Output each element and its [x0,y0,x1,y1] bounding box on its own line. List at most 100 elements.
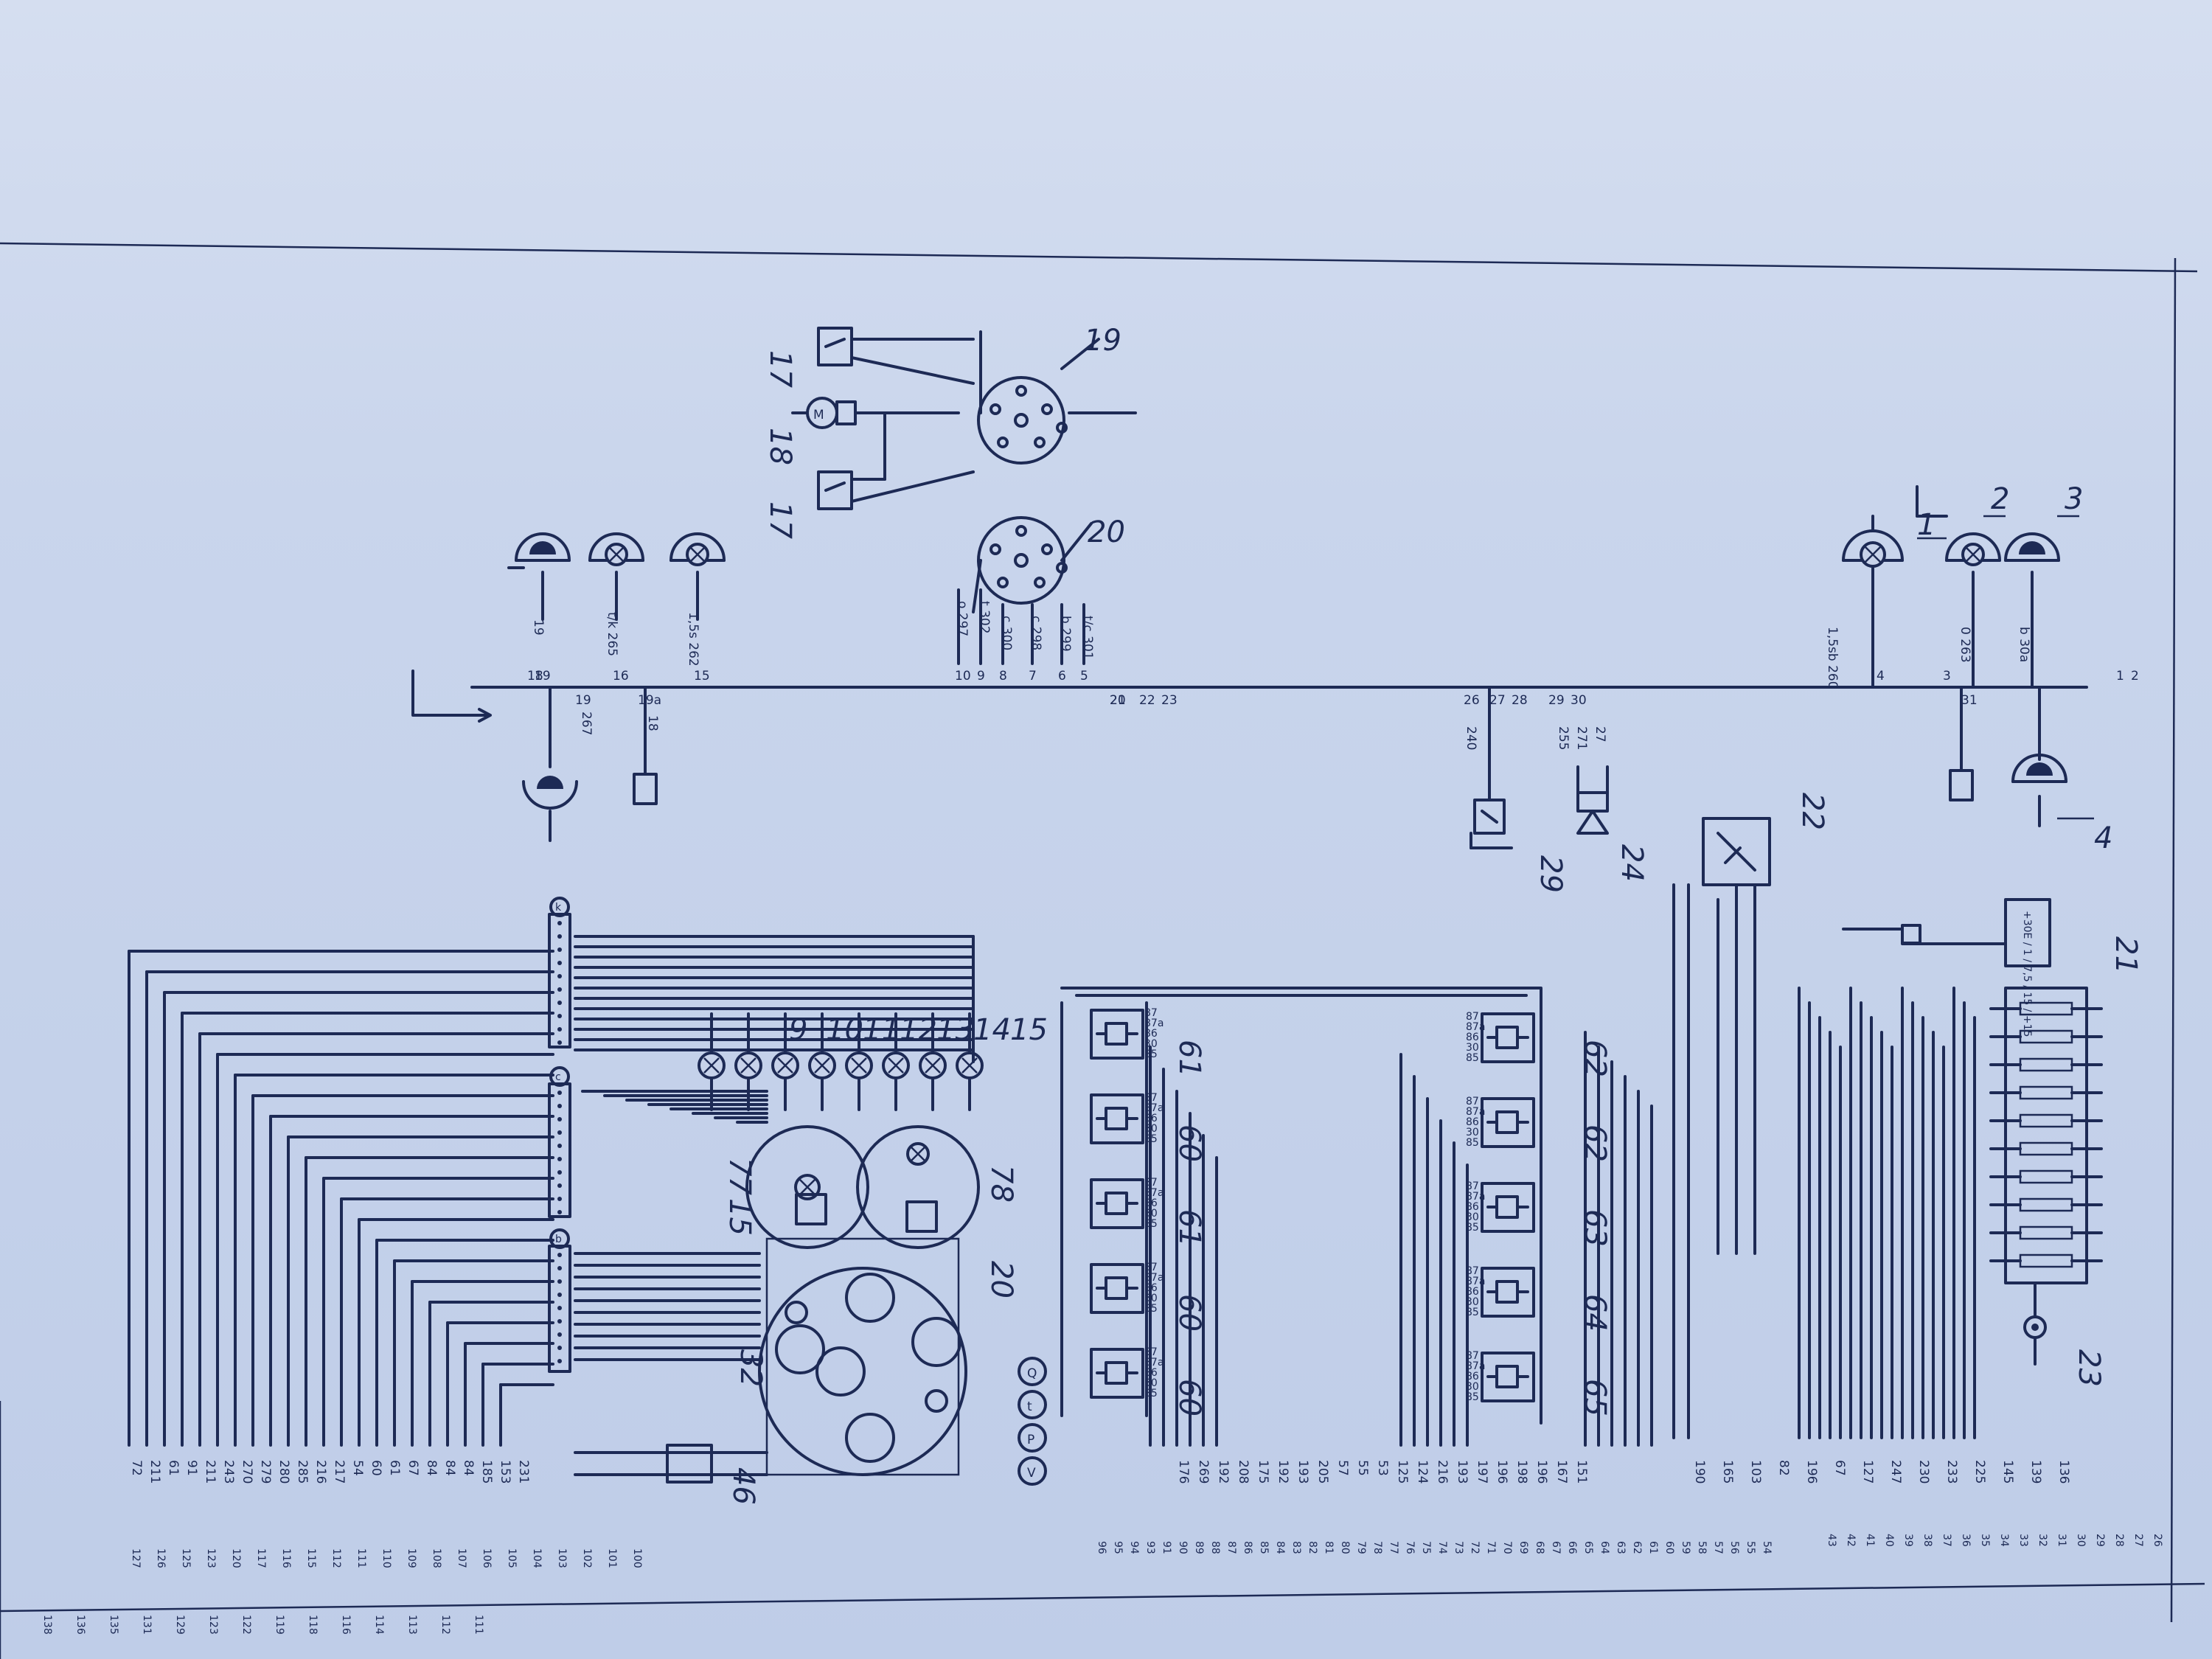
label-46: 46 [726,1467,760,1505]
gauge-letter: V [1027,1466,1036,1481]
trunk-number: 27 [1489,693,1506,708]
wire-298: c 298 [1029,616,1043,650]
wire-end-number: 72 [129,1460,144,1476]
footer-number: 36 [1960,1534,1972,1547]
wire-end-number: 67 [406,1460,420,1476]
edge-number: 129 [174,1615,186,1635]
wire-300: c 300 [999,616,1014,650]
wire-end-number: 231 [516,1460,531,1484]
wire-end-number: 193 [1295,1460,1310,1484]
footer-number: 84 [1274,1541,1286,1554]
wire-262: 1,5s 262 [686,612,700,667]
relay-pin: 87a [1466,1360,1485,1372]
wire-260: 1,5sb 260 [1825,627,1840,689]
footer-number: 31 [2056,1534,2067,1547]
trunk-number: 2 [2131,669,2139,684]
gauge-77 [745,1125,869,1249]
switch-17-bottom [817,411,975,510]
label-23: 24 [1615,844,1649,882]
wire-end-number: 243 [221,1460,236,1484]
footer-number: 96 [1096,1541,1107,1554]
fuse [2019,1113,2073,1128]
relay-pin: 87 [1466,1096,1479,1107]
relay-pin: 30 [1466,1127,1479,1138]
wire-end-number: 167 [1554,1460,1569,1484]
wire-end-number: 190 [1692,1460,1707,1484]
wire-end-number: 127 [1860,1460,1875,1484]
lamp-19-lower [522,686,658,842]
gauge-v [1018,1456,1047,1486]
connector-label: c [555,1071,561,1083]
wire-end-number: 145 [2000,1460,2015,1484]
footer-number: 123 [205,1548,217,1568]
wire-end-number: 208 [1236,1460,1251,1484]
page-top-border [0,242,2198,273]
wire-end-number: 61 [166,1460,181,1476]
footer-number: 37 [1941,1534,1952,1547]
footer-number: 54 [1761,1541,1773,1554]
relay-label: 63 [1578,1209,1612,1247]
relay-pin: 85 [1466,1391,1479,1403]
footer-number: 110 [380,1548,392,1568]
footer-number: 127 [130,1548,142,1568]
wire-end-number: 124 [1415,1460,1430,1484]
fuse-text: +30E / 1 / 7,5 / 15 / +15 [2021,911,2033,1037]
trunk-number: 29 [1548,693,1565,708]
wire-end-number: 279 [258,1460,273,1484]
footer-number: 71 [1485,1541,1497,1554]
wire-end-number: 192 [1216,1460,1231,1484]
footer-number: 73 [1453,1541,1464,1554]
wire-end-number: 67 [1832,1460,1847,1476]
trunk-number: 4 [1877,669,1885,684]
relay-pin: 86 [1466,1371,1479,1382]
wire-end-number: 193 [1455,1460,1470,1484]
connector-20 [972,516,1093,613]
wire-end-number: 205 [1315,1460,1330,1484]
wire-end-number: 84 [424,1460,439,1476]
footer-number: 42 [1845,1534,1857,1547]
wire-end-number: 125 [1395,1460,1410,1484]
footer-number: 41 [1864,1534,1876,1547]
gauge-letter: Q [1027,1366,1037,1381]
footer-number: 67 [1550,1541,1562,1554]
relay-pin: 87a [1466,1106,1485,1118]
wire-263: 0 263 [1958,627,1972,663]
wire-end-number: 197 [1475,1460,1489,1484]
footer-number: 58 [1696,1541,1708,1554]
label-17-top: 17 [763,350,797,388]
wire-end-number: 285 [295,1460,310,1484]
footer-number: 80 [1339,1541,1351,1554]
trunk-number: 19 [575,693,591,708]
relay-label: 62 [1578,1124,1612,1162]
footer-number: 75 [1420,1541,1432,1554]
relay-pin: 86 [1466,1286,1479,1298]
label-21: 21 [2109,936,2143,974]
fuse-box-21: +30E / 1 / 7,5 / 15 / +15 [1989,898,2103,1284]
footer-number: 68 [1534,1541,1545,1554]
page-bottom-border [0,1582,2205,1613]
label-77: 77 [723,1158,757,1195]
wire-299: b 299 [1058,616,1073,652]
edge-number: 111 [473,1615,484,1635]
trunk-number: 16 [613,669,629,684]
wire-267: 267 [579,712,594,735]
edge-number: 131 [141,1615,153,1635]
wire-end-number: 270 [240,1460,254,1484]
edge-number: 114 [373,1615,385,1635]
wire-18: 18 [645,715,660,731]
gauge-78 [856,1125,980,1249]
footer-number: 28 [2113,1534,2125,1547]
label-32: 32 [734,1349,768,1387]
footer-number: 95 [1112,1541,1124,1554]
trunk-number: 1 [2116,669,2124,684]
footer-number: 38 [1921,1534,1933,1547]
wire-271: 271 [1574,726,1589,750]
relay-pin: 87a [1466,1276,1485,1287]
label-29: 20 [984,1261,1018,1298]
trunk-number: 5 [1080,669,1088,684]
wire-end-number: 211 [147,1460,162,1484]
